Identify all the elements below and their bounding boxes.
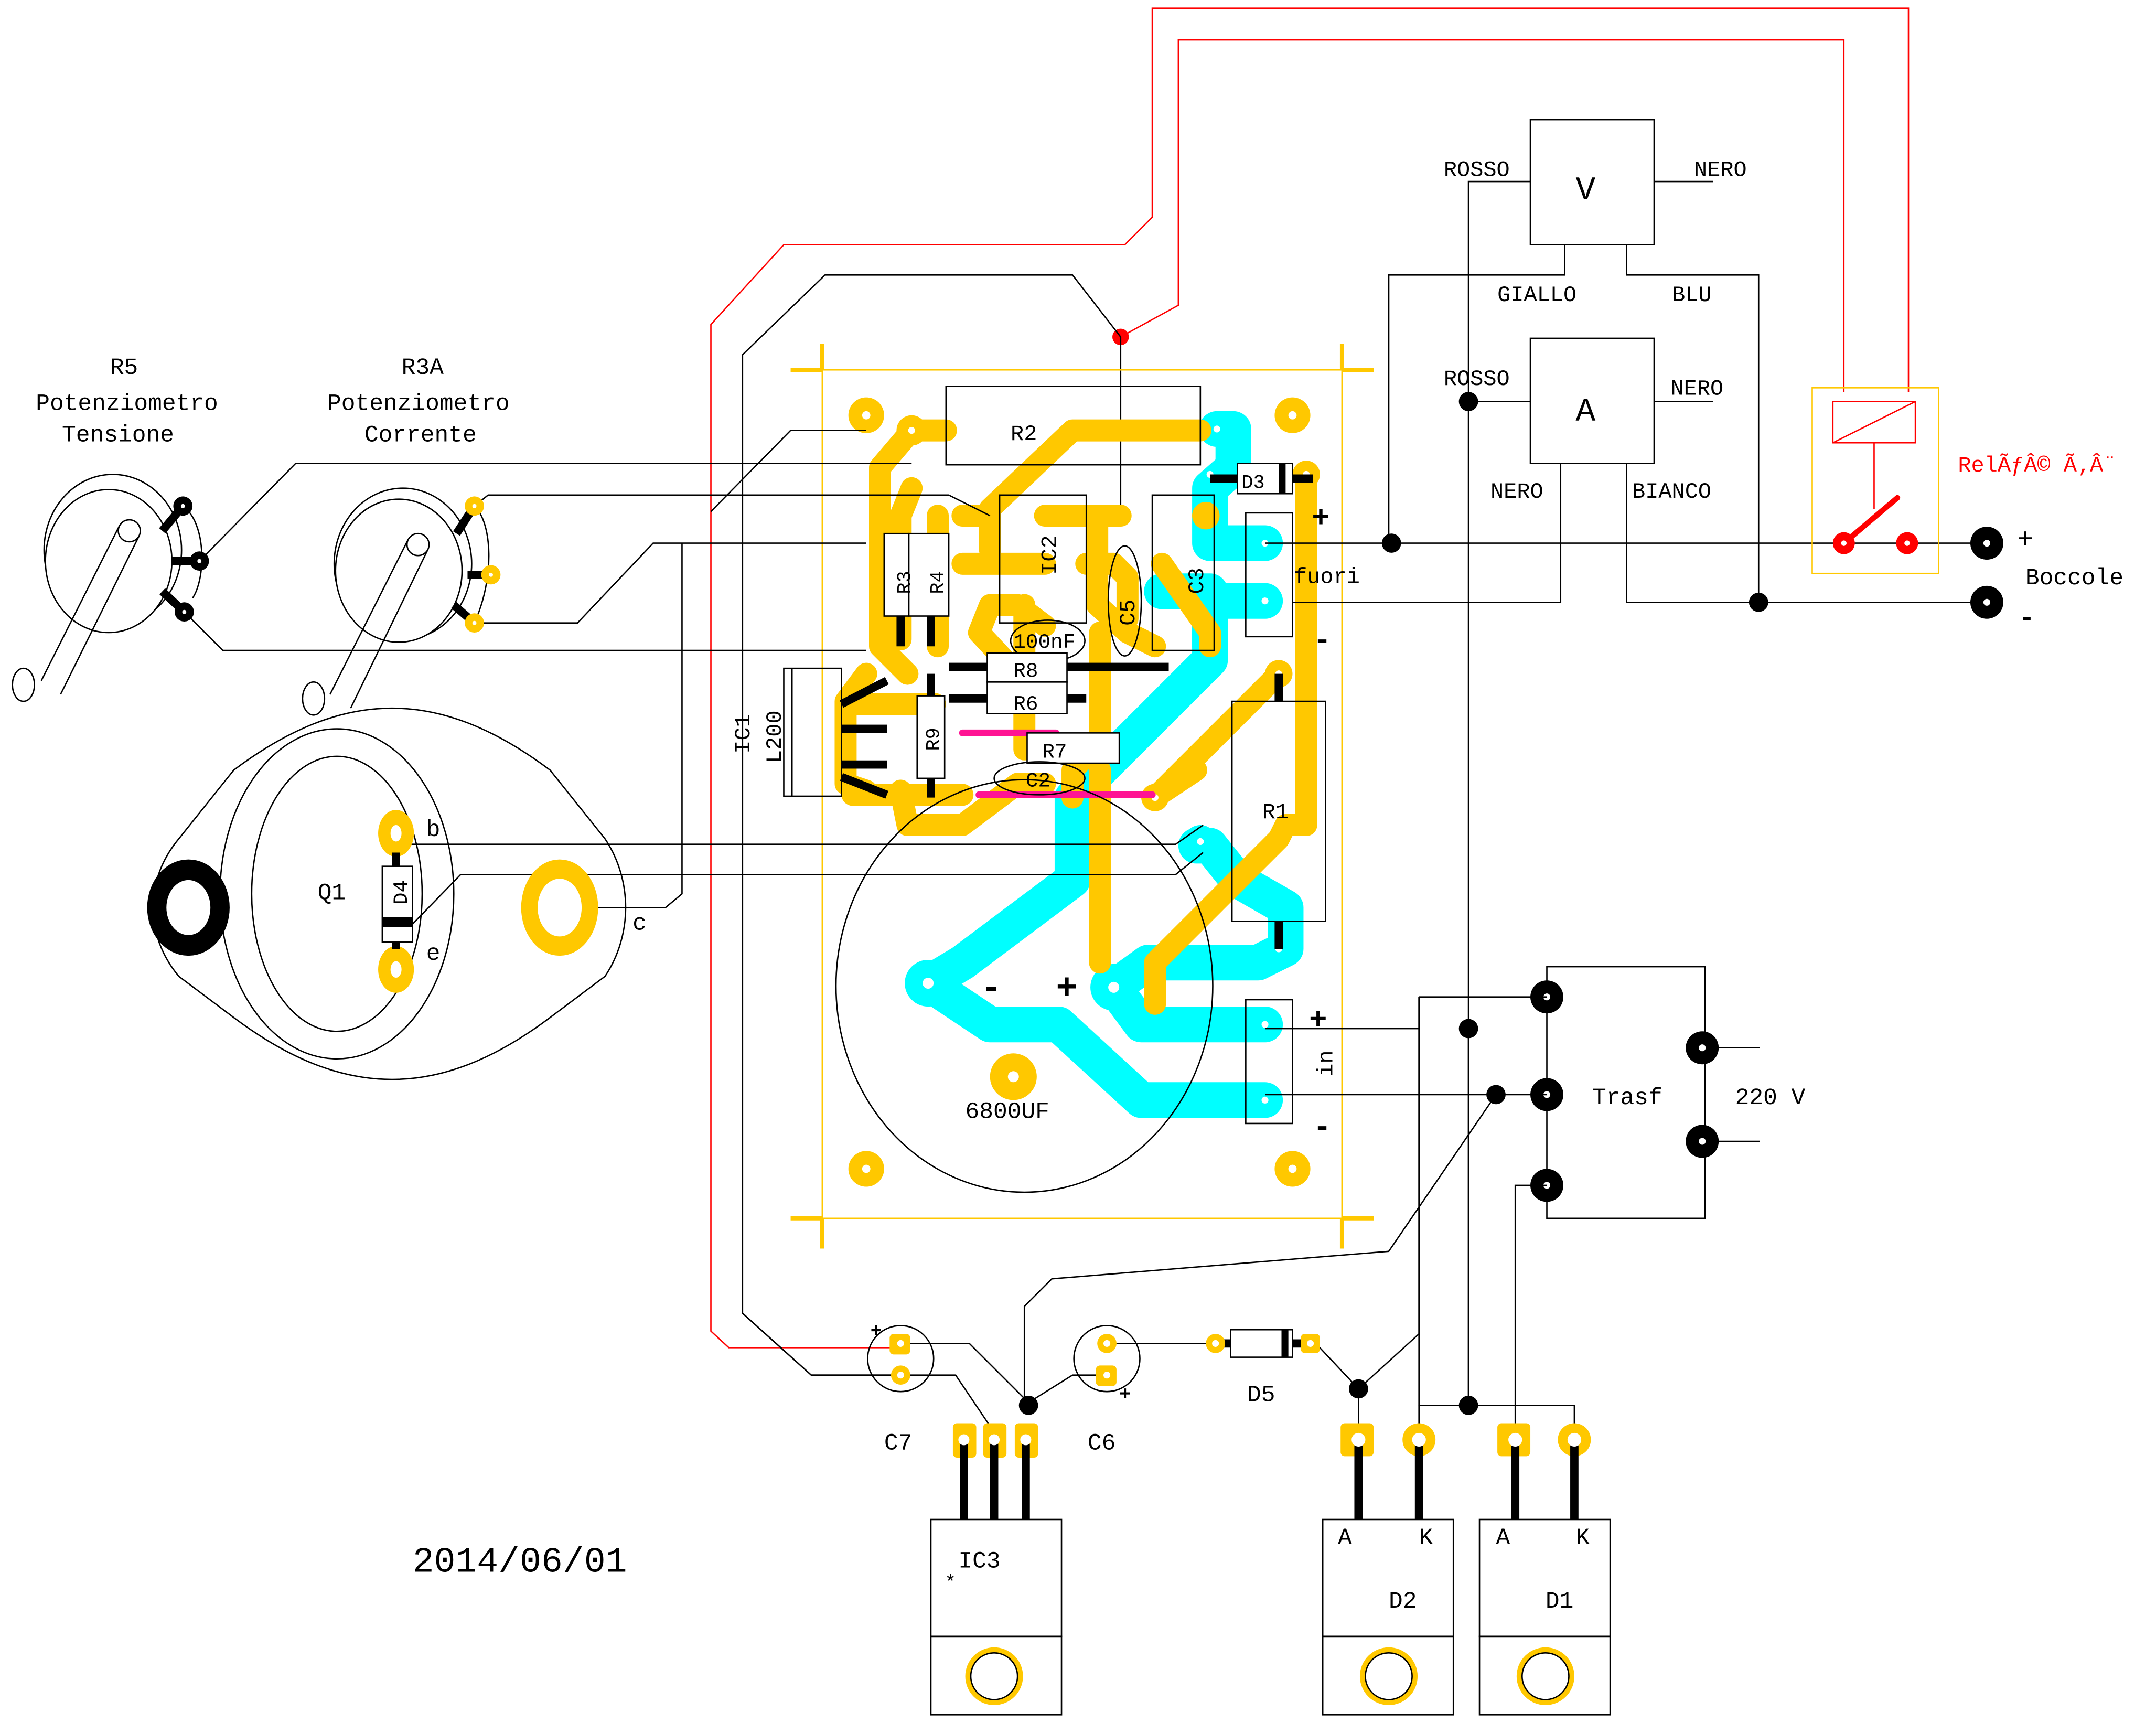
c7-plus: +	[871, 1321, 882, 1343]
c3-label: C3	[1185, 568, 1210, 594]
terminals-label: Boccole	[2025, 565, 2123, 592]
date-stamp: 2014/06/01	[413, 1543, 627, 1583]
r2-outline	[945, 386, 1202, 466]
out-plus: +	[1312, 502, 1330, 536]
d2-label: D2	[1389, 1589, 1417, 1615]
r7-label: R7	[1042, 741, 1067, 764]
d2-pin-a: A	[1338, 1525, 1352, 1551]
r3a-line2: Corrente	[364, 423, 477, 449]
junction-dot	[1458, 392, 1478, 411]
c5-outline	[1107, 545, 1142, 657]
voltmeter: V ROSSO NERO GIALLO BLU	[1388, 119, 1760, 1406]
pot-r3a: R3A Potenziometro Corrente	[302, 355, 510, 716]
r3-outline	[883, 532, 910, 617]
ammeter: A ROSSO NERO NERO BIANCO	[1292, 337, 1987, 603]
r8-outline	[986, 652, 1068, 683]
q1-pin-e: e	[426, 941, 441, 967]
d2-pin-k: K	[1419, 1525, 1433, 1551]
c3-outline	[1151, 494, 1215, 651]
r9-outline	[916, 695, 946, 779]
voltmeter-symbol: V	[1576, 172, 1596, 209]
ammeter-symbol: A	[1576, 393, 1596, 431]
mains-label: 220 V	[1735, 1085, 1806, 1111]
voltmeter-bl-label: GIALLO	[1497, 283, 1576, 308]
r7-outline	[1026, 732, 1120, 764]
in-connector	[1245, 999, 1293, 1125]
d4-outline	[381, 865, 413, 943]
ic2-outline	[999, 494, 1087, 624]
c6-label: C6	[1088, 1430, 1115, 1457]
junction-dot	[1381, 533, 1401, 553]
d3-label: D3	[1241, 473, 1264, 495]
relay: RelÃƒÂ© Ã‚Â¨	[1811, 387, 2116, 574]
terminal-plus-label: +	[2017, 524, 2033, 555]
d1-pin-a: A	[1496, 1525, 1510, 1551]
r5-line2: Tensione	[62, 423, 174, 449]
r1-label: R1	[1262, 800, 1289, 825]
out-label: fuori	[1294, 565, 1360, 590]
r8-label: R8	[1013, 659, 1038, 683]
r3a-ref: R3A	[402, 355, 444, 381]
r4-outline	[908, 532, 950, 617]
r6-label: R6	[1013, 692, 1038, 716]
pot-r5: R5 Potenziometro Tensione	[12, 355, 218, 702]
ammeter-br-label: BIANCO	[1632, 479, 1711, 505]
cap-100nf-label: 100nF	[1013, 630, 1075, 654]
ammeter-right-label: NERO	[1670, 376, 1723, 401]
in-plus: +	[1309, 1004, 1327, 1038]
l200-label: L200	[763, 710, 788, 763]
d5-label: D5	[1247, 1383, 1275, 1409]
out-connector	[1245, 512, 1293, 638]
d4-label: D4	[390, 880, 413, 905]
big-cap-outline	[835, 779, 1214, 1193]
transformer: Trasf 220 V	[1023, 966, 1806, 1437]
c6-plus: +	[1119, 1384, 1131, 1406]
r5-line1: Potenziometro	[36, 391, 218, 417]
pcb-outline	[790, 344, 1374, 1249]
r9-label: R9	[924, 727, 946, 751]
in-minus: -	[1313, 1111, 1332, 1146]
terminal-minus-label: -	[2019, 603, 2035, 634]
voltmeter-br-label: BLU	[1672, 283, 1711, 308]
out-minus: -	[1313, 624, 1332, 658]
transformer-label: Trasf	[1592, 1085, 1662, 1111]
transistor-q1: D4 Q1 b e c	[147, 708, 647, 1080]
ammeter-left-label: ROSSO	[1444, 367, 1510, 392]
big-cap-label: 6800UF	[966, 1099, 1049, 1125]
d1-label: D1	[1546, 1589, 1573, 1615]
in-label: in	[1314, 1050, 1339, 1076]
ic3-label: IC3	[958, 1549, 1000, 1575]
d1-pin-k: K	[1576, 1525, 1590, 1551]
c2-outline	[993, 761, 1086, 796]
junction-dot	[1749, 592, 1768, 612]
q1-pin-c: c	[632, 911, 647, 937]
voltmeter-left-label: ROSSO	[1444, 158, 1510, 183]
ammeter-bl-label: NERO	[1490, 479, 1543, 505]
q1-label: Q1	[318, 881, 346, 907]
output-terminals: + Boccole -	[1970, 524, 2123, 634]
r3a-line1: Potenziometro	[327, 391, 510, 417]
r4-label: R4	[928, 571, 950, 594]
q1-pin-b: b	[426, 817, 441, 843]
r2-label: R2	[1011, 422, 1037, 447]
big-cap-minus: -	[980, 969, 1002, 1009]
voltmeter-right-label: NERO	[1694, 158, 1747, 183]
ic2-label: IC2	[1038, 535, 1063, 575]
c7-label: C7	[884, 1430, 912, 1457]
pcb-components: R2 D3 R3 R4 IC2 C5 C3 fuori + - 100nF R8…	[731, 386, 1360, 1193]
big-cap-plus: +	[1056, 969, 1078, 1009]
r3-label: R3	[895, 571, 917, 594]
c5-label: C5	[1116, 600, 1141, 626]
lower-section: + + C7 C6 D5 IC3 * A	[742, 997, 1611, 1716]
ic3-mark: *	[945, 1572, 956, 1594]
r5-ref: R5	[110, 355, 138, 381]
ic1-label: IC1	[731, 714, 756, 754]
pot-wires	[184, 430, 1204, 925]
relay-label: RelÃƒÂ© Ã‚Â¨	[1958, 453, 2116, 478]
